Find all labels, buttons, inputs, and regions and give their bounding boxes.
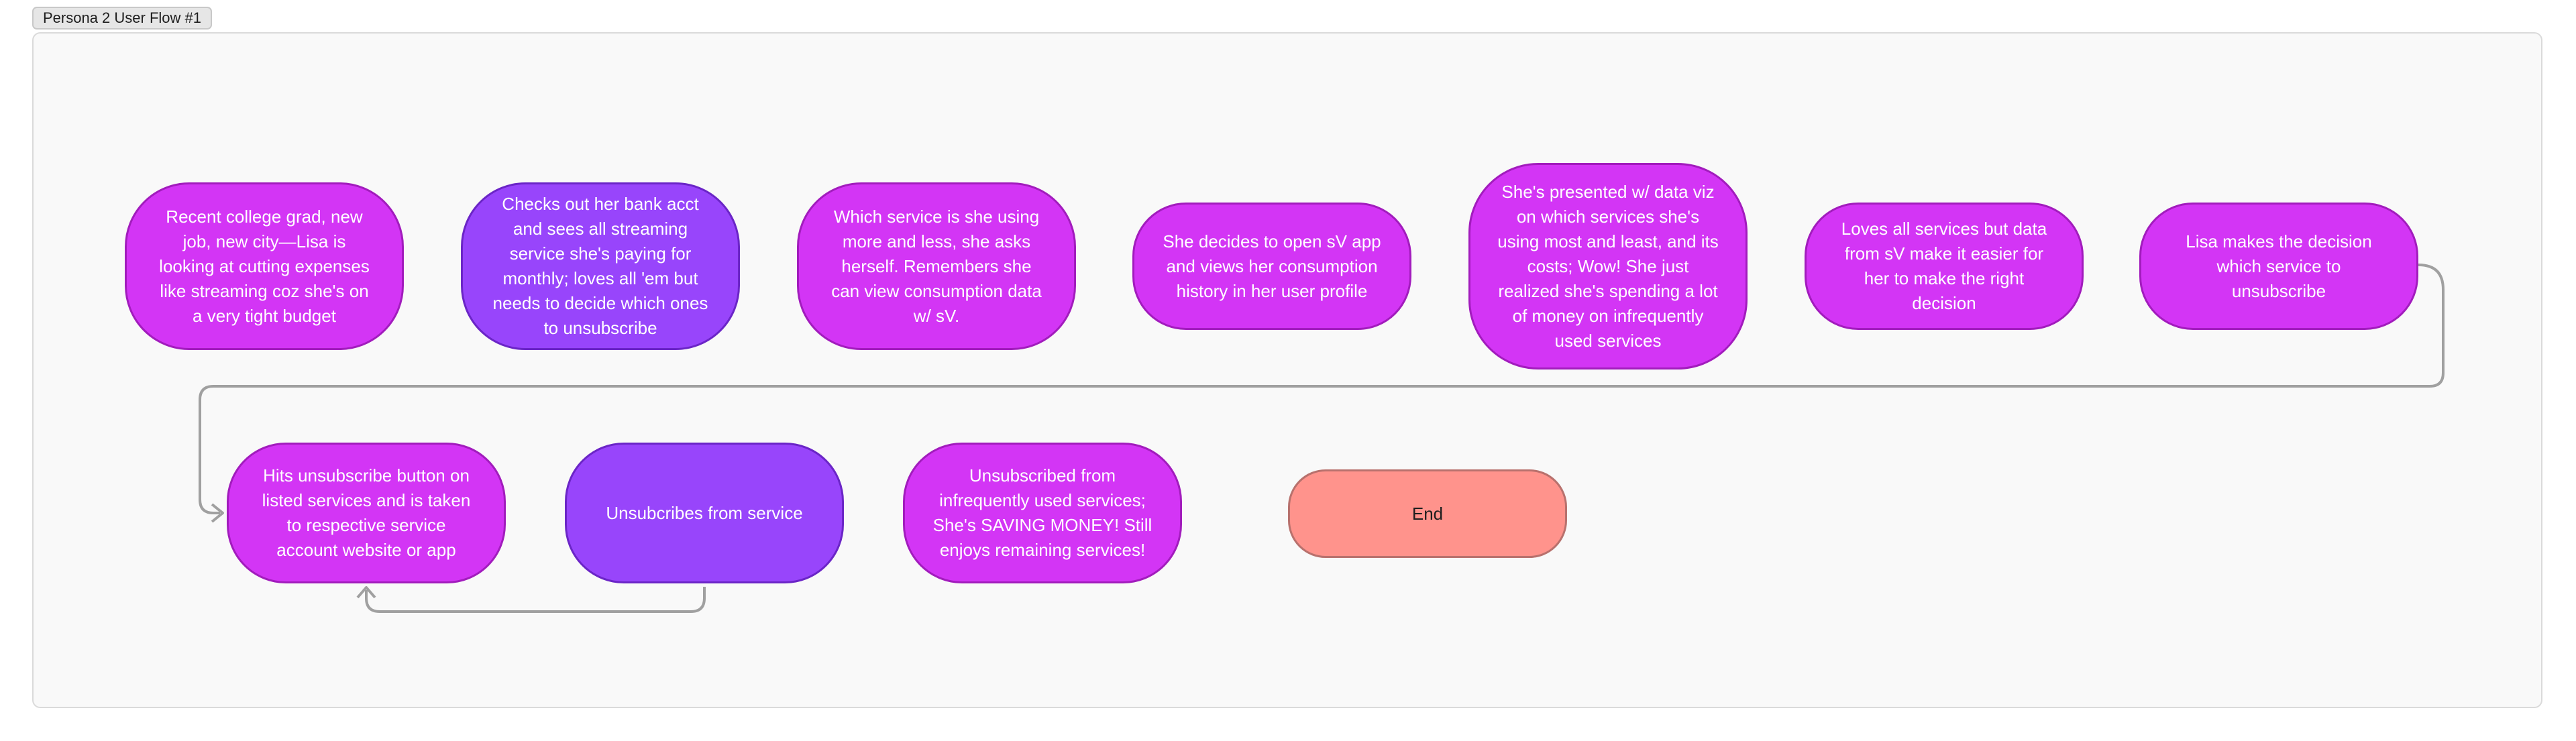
flow-step-1-text: Recent college grad, new job, new city—L… [159,206,370,326]
flow-end-text: End [1411,503,1444,524]
flow-step-2[interactable]: Checks out her bank acct and sees all st… [461,182,740,350]
flow-step-6[interactable]: Loves all services but data from sV make… [1805,203,2084,330]
flow-step-8[interactable]: Hits unsubscribe button on listed servic… [227,443,506,583]
flow-step-6-text: Loves all services but data from sV make… [1841,219,2047,313]
flow-step-3[interactable]: Which service is she using more and less… [797,182,1076,350]
flow-step-8-text: Hits unsubscribe button on listed servic… [262,465,471,560]
flow-step-2-text: Checks out her bank acct and sees all st… [492,194,708,338]
flow-step-4[interactable]: She decides to open sV app and views her… [1132,203,1411,330]
flow-step-7-text: Lisa makes the decision which service to… [2186,231,2372,301]
flow-step-3-text: Which service is she using more and less… [831,206,1042,326]
flow-step-10-text: Unsubscribed from infrequently used serv… [932,465,1152,560]
flow-end[interactable]: End [1288,469,1567,558]
flow-step-4-text: She decides to open sV app and views her… [1163,231,1381,301]
flow-step-10[interactable]: Unsubscribed from infrequently used serv… [903,443,1182,583]
flow-frame [32,32,2542,708]
flow-step-1[interactable]: Recent college grad, new job, new city—L… [125,182,404,350]
frame-title[interactable]: Persona 2 User Flow #1 [32,7,212,30]
flow-step-5[interactable]: She's presented w/ data viz on which ser… [1468,163,1748,369]
flow-step-7[interactable]: Lisa makes the decision which service to… [2139,203,2418,330]
flow-step-5-text: She's presented w/ data viz on which ser… [1497,181,1719,351]
flow-step-9[interactable]: Unsubcribes from service [565,443,844,583]
flow-step-9-text: Unsubcribes from service [606,502,803,523]
